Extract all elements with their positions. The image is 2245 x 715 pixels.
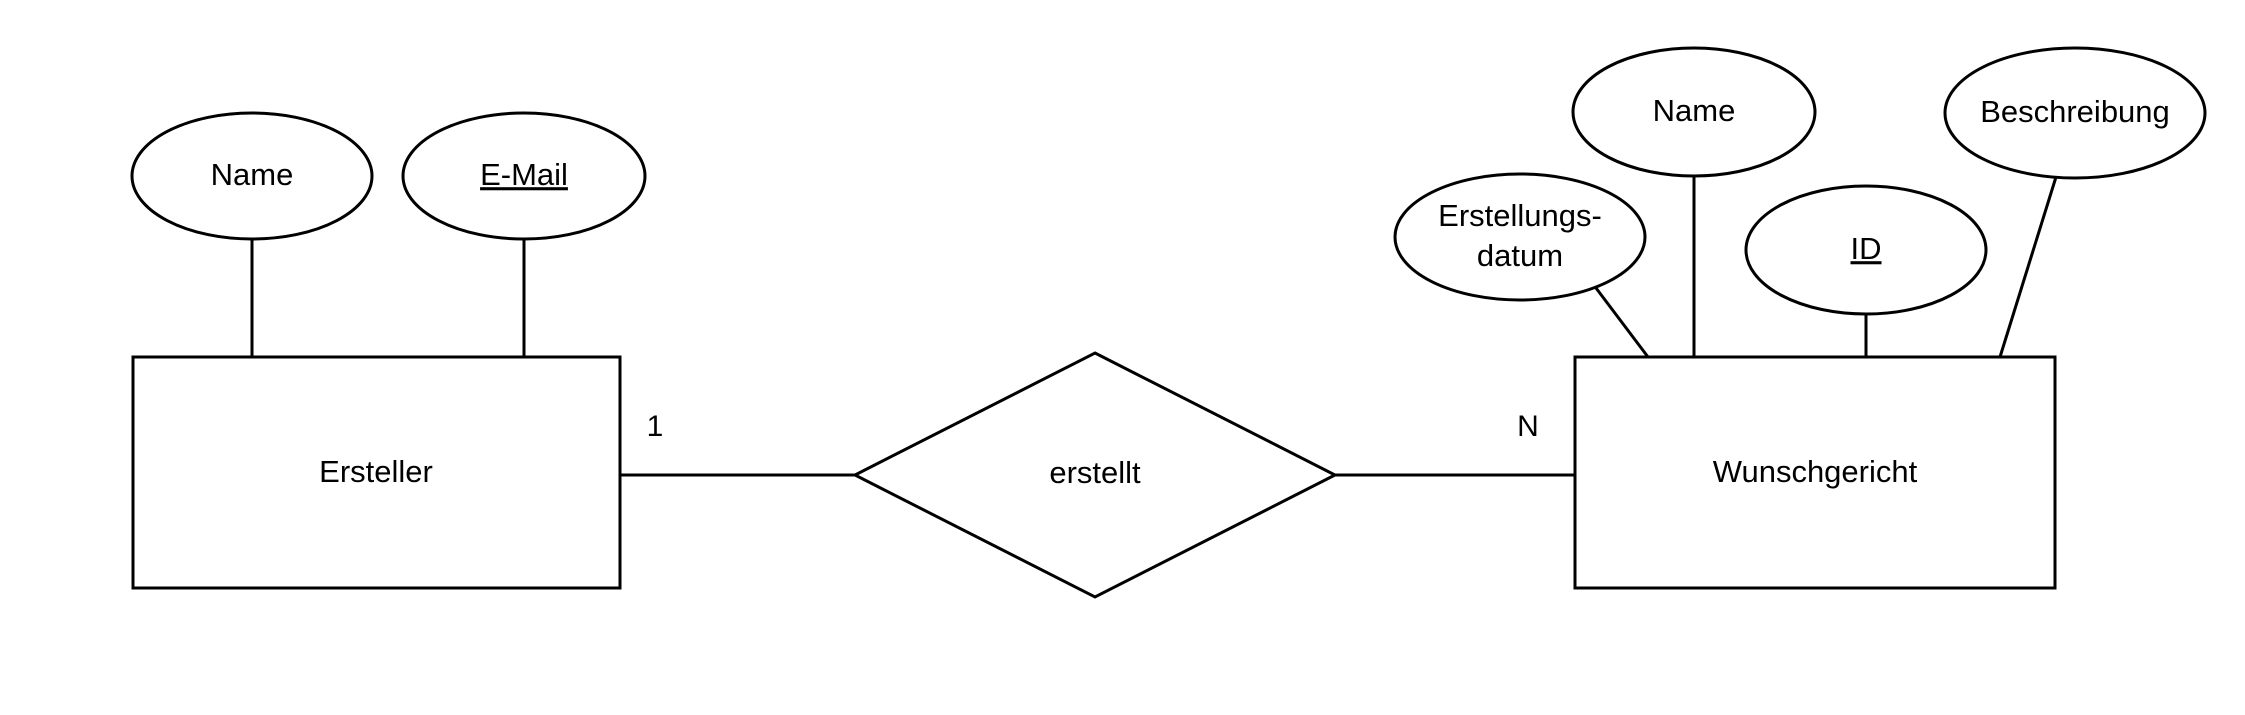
attribute-ellipse-ersteller-name[interactable]	[130, 111, 374, 241]
attribute-ellipse-wunschgericht-name[interactable]	[1571, 46, 1817, 178]
attribute-ellipse-wunschgericht-id[interactable]	[1744, 184, 1988, 316]
entity-box-wunschgericht[interactable]	[1573, 355, 2057, 590]
relationship-diamond-erstellt[interactable]	[851, 351, 1339, 599]
connector-wunschgericht-erstellungsdatum	[1594, 287, 1650, 358]
entity-label-ersteller: Ersteller	[319, 454, 433, 489]
cardinality-label-wunschgericht-side: N	[1517, 410, 1539, 443]
attribute-label-wunschgericht-name: Name	[1653, 93, 1736, 128]
cardinality-label-ersteller-side: 1	[647, 410, 664, 443]
entity-box-ersteller[interactable]	[131, 355, 622, 590]
attribute-label-wunschgericht-erstellungsdatum-line1: Erstellungs-	[1438, 198, 1602, 233]
attribute-ellipse-wunschgericht-beschreibung[interactable]	[1943, 46, 2207, 180]
attribute-ellipse-ersteller-email[interactable]	[401, 111, 647, 241]
attribute-label-wunschgericht-erstellungsdatum-line2: datum	[1477, 238, 1563, 273]
attribute-label-ersteller-name: Name	[211, 157, 294, 192]
connector-wunschgericht-beschreibung	[1998, 176, 2058, 358]
attribute-label-wunschgericht-beschreibung: Beschreibung	[1980, 94, 2170, 129]
attribute-label-wunschgericht-id: ID	[1851, 231, 1882, 266]
attribute-ellipse-wunschgericht-erstellungsdatum[interactable]	[1393, 172, 1647, 302]
relationship-label-erstellt: erstellt	[1049, 455, 1141, 490]
entity-label-wunschgericht: Wunschgericht	[1713, 454, 1918, 489]
attribute-label-ersteller-email: E-Mail	[480, 157, 568, 192]
